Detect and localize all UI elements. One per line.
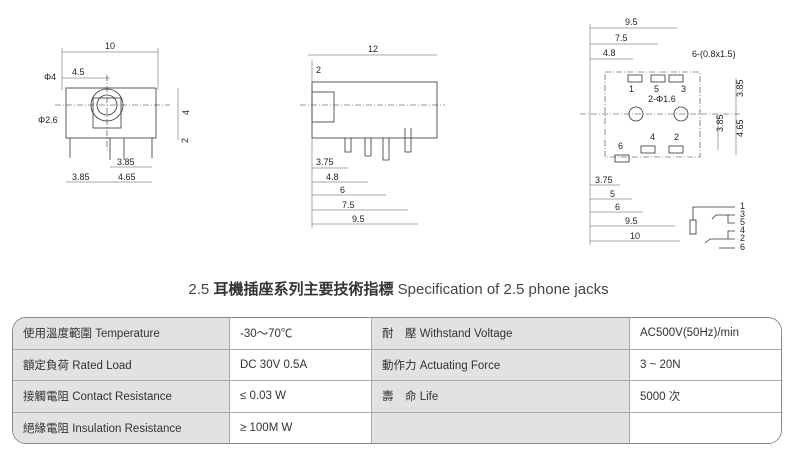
spec-value: DC 30V 0.5A xyxy=(229,349,371,380)
pin-2: 2 xyxy=(674,132,679,142)
title-chinese: 耳機插座系列主要技術指標 xyxy=(213,281,394,298)
schematic-pin-1: 1 xyxy=(740,201,745,211)
spec-value: AC500V(50Hz)/min xyxy=(629,318,781,349)
dim-front-4.5: 4.5 xyxy=(72,67,85,77)
pin-5: 5 xyxy=(654,84,659,94)
dim-side-7.5: 7.5 xyxy=(342,200,355,210)
dim-side-2: 2 xyxy=(316,65,321,75)
table-row: 額定負荷 Rated Load DC 30V 0.5A 動作力 Actuatin… xyxy=(13,348,781,380)
dim-bottom-v4.65: 4.65 xyxy=(735,119,745,137)
dim-diameter-2.6: Φ2.6 xyxy=(38,115,58,125)
dim-front-height-2: 2 xyxy=(180,138,190,143)
spec-value: 3 ~ 20N xyxy=(629,349,781,380)
table-row: 接觸電阻 Contact Resistance ≤ 0.03 W 壽 命 Lif… xyxy=(13,380,781,412)
dim-diameter-4: Φ4 xyxy=(44,72,56,82)
dim-front-width: 10 xyxy=(105,41,115,51)
schematic-pin-6: 6 xyxy=(740,242,745,252)
spec-label: 接觸電阻 Contact Resistance xyxy=(13,381,229,412)
spec-value: ≥ 100M W xyxy=(229,412,371,443)
hole-label: 2-Φ1.6 xyxy=(648,94,676,104)
dim-bottom-10: 10 xyxy=(630,231,640,241)
dim-bottom-7.5: 7.5 xyxy=(615,33,628,43)
spec-label: 壽 命 Life xyxy=(371,381,629,412)
schematic-pin-2: 2 xyxy=(740,233,745,243)
dim-front-3.85-upper: 3.85 xyxy=(117,157,135,167)
pin-3: 3 xyxy=(681,84,686,94)
spec-label-empty xyxy=(371,412,629,443)
dim-bottom-v3.85: 3.85 xyxy=(735,79,745,97)
schematic-pin-3: 3 xyxy=(740,209,745,219)
dim-bottom-v3.85b: 3.85 xyxy=(715,114,725,132)
dim-side-3.75: 3.75 xyxy=(316,157,334,167)
table-row: 絕緣電阻 Insulation Resistance ≥ 100M W xyxy=(13,411,781,443)
dim-bottom-5: 5 xyxy=(610,189,615,199)
table-row: 使用溫度範圍 Temperature -30～70℃ 耐 壓 Withstand… xyxy=(13,318,781,349)
dim-front-4.65: 4.65 xyxy=(118,172,136,182)
spec-label: 額定負荷 Rated Load xyxy=(13,349,229,380)
spec-value: ≤ 0.03 W xyxy=(229,381,371,412)
dim-bottom-4.8: 4.8 xyxy=(603,48,616,58)
spec-value: -30～70℃ xyxy=(229,318,371,349)
spec-title: 2.5 耳機插座系列主要技術指標 Specification of 2.5 ph… xyxy=(0,278,797,299)
pin-6: 6 xyxy=(618,141,623,151)
schematic-pin-5: 5 xyxy=(740,217,745,227)
dim-bottom-9.5b: 9.5 xyxy=(625,216,638,226)
spec-label: 絕緣電阻 Insulation Resistance xyxy=(13,412,229,443)
spec-value: 5000 次 xyxy=(629,381,781,412)
bottom-view: 9.5 7.5 4.8 6-(0.8x1.5) 1 5 3 2-Φ1.6 4 2… xyxy=(580,17,745,245)
spec-value-empty xyxy=(629,412,781,443)
dim-side-6: 6 xyxy=(340,185,345,195)
dim-bottom-9.5: 9.5 xyxy=(625,17,638,27)
dim-side-width: 12 xyxy=(368,44,378,54)
spec-table: 使用溫度範圍 Temperature -30～70℃ 耐 壓 Withstand… xyxy=(12,317,782,444)
pin-1: 1 xyxy=(629,84,634,94)
spec-label: 耐 壓 Withstand Voltage xyxy=(371,318,629,349)
dim-side-4.8: 4.8 xyxy=(326,172,339,182)
dim-side-9.5: 9.5 xyxy=(352,214,365,224)
pin-schematic: 1 3 5 4 2 6 xyxy=(689,201,745,252)
schematic-pin-4: 4 xyxy=(740,225,745,235)
dim-front-height-4: 4 xyxy=(181,110,191,115)
dim-front-3.85: 3.85 xyxy=(72,172,90,182)
pin-4: 4 xyxy=(650,132,655,142)
title-english: Specification of 2.5 phone jacks xyxy=(397,281,609,298)
spec-label: 使用溫度範圍 Temperature xyxy=(13,318,229,349)
technical-drawings: 10 4.5 Φ4 Φ2.6 4 2 3.85 3.85 4.65 12 2 3… xyxy=(38,17,745,252)
title-number: 2.5 xyxy=(188,281,210,298)
dim-bottom-3.75: 3.75 xyxy=(595,175,613,185)
dim-bottom-6: 6 xyxy=(615,202,620,212)
side-view: 12 2 3.75 4.8 6 7.5 9.5 xyxy=(300,44,445,228)
front-view: 10 4.5 Φ4 Φ2.6 4 2 3.85 3.85 4.65 xyxy=(38,41,191,183)
spec-label: 動作力 Actuating Force xyxy=(371,349,629,380)
pad-size-label: 6-(0.8x1.5) xyxy=(692,49,736,59)
